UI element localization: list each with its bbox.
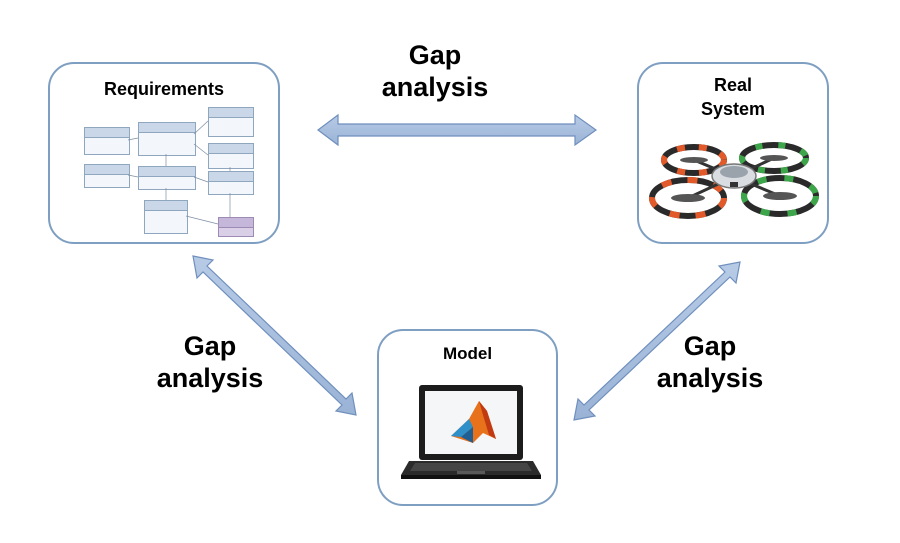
req-block	[208, 171, 254, 195]
gap-label-line2: analysis	[656, 363, 764, 393]
matlab-logo-icon	[451, 401, 496, 443]
req-block	[84, 164, 130, 188]
model-box: Model	[377, 329, 558, 506]
arrow-real-system-model	[573, 261, 741, 421]
real-system-title-line1: Real	[713, 75, 753, 95]
laptop-image	[401, 385, 541, 479]
req-connectors	[127, 120, 231, 225]
req-block	[138, 122, 196, 156]
requirements-title: Requirements	[103, 79, 225, 99]
requirements-diagram-thumbnail	[74, 104, 264, 239]
quadcopter-image	[649, 142, 819, 219]
gap-label-line1: Gap	[183, 331, 237, 361]
req-block-purple	[218, 217, 254, 237]
real-system-title: Real System	[639, 73, 827, 121]
gap-analysis-label-left: Gap analysis	[140, 330, 280, 394]
req-block	[208, 107, 254, 137]
gap-label-line1: Gap	[408, 40, 462, 70]
gap-label-line2: analysis	[156, 363, 264, 393]
requirements-box: Requirements	[48, 62, 280, 244]
req-block	[84, 127, 130, 155]
gap-analysis-label-top: Gap analysis	[365, 39, 505, 103]
gap-label-line1: Gap	[683, 331, 737, 361]
arrow-requirements-real-system	[317, 113, 598, 147]
req-block	[144, 200, 188, 234]
gap-analysis-label-right: Gap analysis	[640, 330, 780, 394]
req-block	[138, 166, 196, 190]
model-title: Model	[442, 344, 493, 363]
real-system-box: Real System	[637, 62, 829, 244]
gap-label-line2: analysis	[381, 72, 489, 102]
arrow-requirements-model	[192, 255, 357, 416]
req-block	[208, 143, 254, 169]
real-system-title-line2: System	[700, 99, 766, 119]
